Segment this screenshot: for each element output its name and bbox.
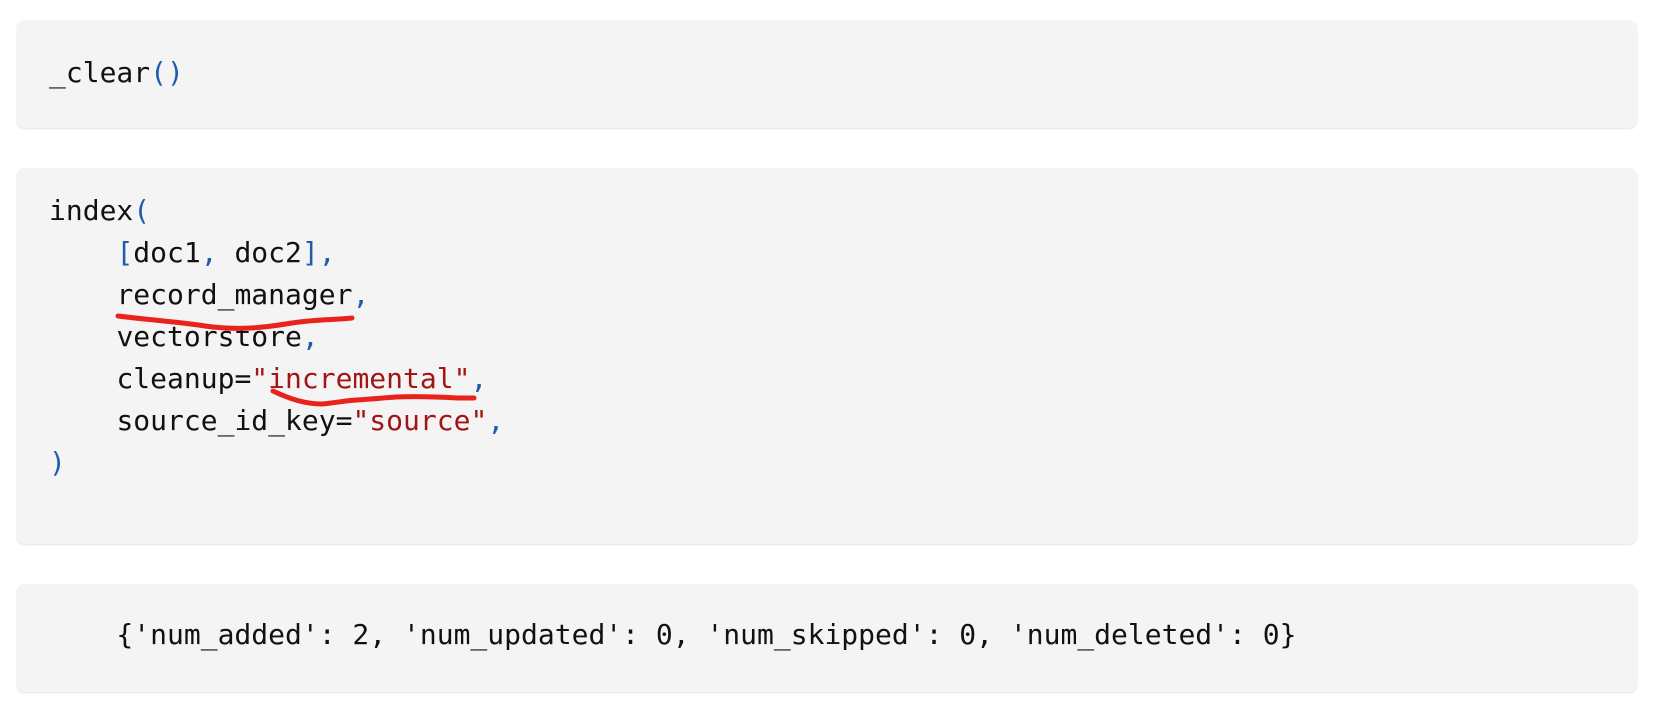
code-line-record-manager: record_manager, [49,274,369,316]
code-block-index: index( [doc1, doc2], record_manager, vec… [17,168,1637,544]
function-name: _clear [49,56,151,89]
indent [49,404,116,437]
output-line: {'num_added': 2, 'num_updated': 0, 'num_… [49,618,1297,651]
doc2-token: doc2 [234,236,302,269]
code-line-docs: [doc1, doc2], [49,232,336,274]
code-line-vectorstore: vectorstore, [49,316,319,358]
comma: , [318,236,336,269]
source-id-key-value: "source" [352,404,488,437]
comma: , [352,278,370,311]
code-line-cleanup: cleanup="incremental", [49,358,487,400]
code-line-index-call: index( [49,190,150,232]
indent [49,236,116,269]
close-paren: ) [49,446,66,479]
vectorstore-token: vectorstore [116,320,302,353]
open-bracket: [ [116,236,134,269]
code-line-clear: _clear() [49,52,184,94]
separator: , [200,236,235,269]
indent [49,362,116,395]
comma: , [470,362,488,395]
open-paren: ( [133,194,151,227]
code-block-clear: _clear() [17,20,1637,128]
close-bracket: ] [301,236,319,269]
indent [49,320,116,353]
function-name: index [49,194,134,227]
doc1-token: doc1 [133,236,201,269]
parentheses: () [150,56,184,89]
code-line-close-paren: ) [49,442,66,484]
record-manager-token: record_manager [116,278,353,311]
code-block-output: {'num_added': 2, 'num_updated': 0, 'num_… [17,584,1637,692]
cleanup-value: "incremental" [251,362,471,395]
code-line-source-id-key: source_id_key="source", [49,400,504,442]
comma: , [301,320,319,353]
indent [49,278,116,311]
source-id-key-key: source_id_key= [116,404,353,437]
cleanup-key: cleanup= [116,362,252,395]
comma: , [487,404,505,437]
